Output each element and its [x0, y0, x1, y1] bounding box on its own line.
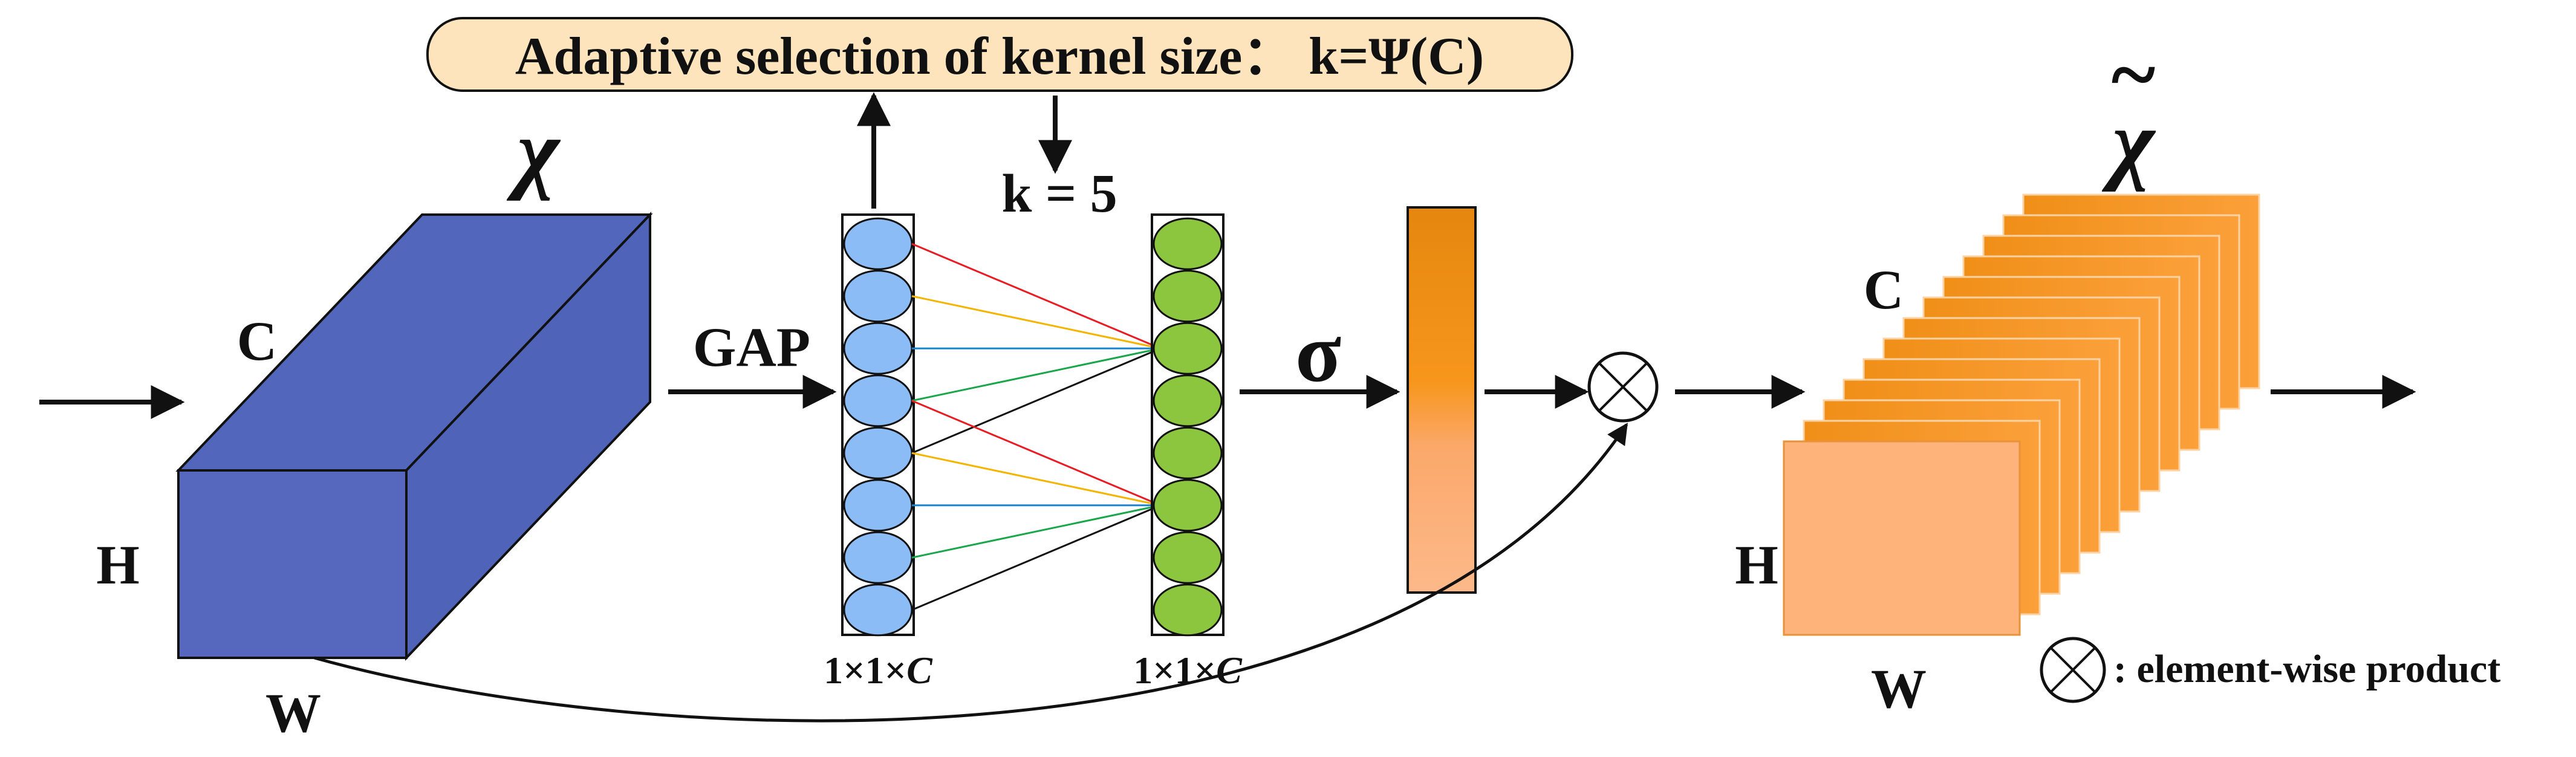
conv1d-connection-line — [911, 508, 1153, 611]
channel-weight-bar — [1407, 206, 1477, 594]
conv-vector-cell — [1153, 217, 1223, 270]
sigmoid-label: σ — [1295, 306, 1341, 400]
conv1d-connection-line — [911, 452, 1153, 505]
pooled-vector-cell — [843, 479, 913, 532]
legend: : element-wise product — [2040, 637, 2500, 703]
element-wise-product-icon — [1587, 351, 1659, 423]
conv-vector-cell — [1153, 583, 1223, 637]
conv1d-connection-line — [911, 351, 1153, 454]
pooled-vector-label: 1×1×C — [824, 649, 933, 692]
legend-product-icon — [2040, 637, 2106, 703]
input-tensor-label-h: H — [96, 534, 140, 596]
conv1d-connection-line — [911, 400, 1153, 503]
conv1d-connection-line — [911, 242, 1153, 346]
output-tensor-label-h: H — [1735, 534, 1778, 596]
pooled-vector-label-prefix: 1×1× — [824, 649, 906, 692]
pooled-vector — [841, 213, 915, 637]
pooled-vector-cell — [843, 322, 913, 375]
output-feature-tensor — [1803, 193, 2260, 616]
conv1d-connection-line — [911, 295, 1153, 348]
output-tensor-symbol: χ — [2101, 92, 2156, 192]
pooled-vector-cell — [843, 583, 913, 637]
conv-output-vector — [1151, 213, 1225, 637]
gap-label: GAP — [693, 316, 810, 378]
kernel-size-title-text: Adaptive selection of kernel size： k=Ψ(C… — [515, 27, 1484, 86]
conv-vector-cell — [1153, 531, 1223, 584]
conv-vector-cell — [1153, 270, 1223, 323]
kernel-size-title-box: Adaptive selection of kernel size： k=Ψ(C… — [426, 17, 1573, 92]
skip-connection-curve — [314, 423, 1628, 723]
input-tensor-label-w: W — [265, 682, 321, 744]
conv1d-connections — [911, 242, 1153, 611]
input-tensor-symbol: χ — [506, 101, 561, 201]
output-tensor-front-face — [1783, 440, 2021, 636]
legend-text: : element-wise product — [2113, 647, 2500, 691]
conv1d-connection-line — [911, 506, 1153, 559]
pooled-vector-cell — [843, 270, 913, 323]
pooled-vector-cell — [843, 374, 913, 427]
pooled-vector-cell — [843, 531, 913, 584]
conv-vector-label-prefix: 1×1× — [1133, 649, 1216, 692]
kernel-size-label: k = 5 — [1001, 164, 1117, 224]
conv-vector-cell — [1153, 322, 1223, 375]
conv-vector-label: 1×1×C — [1133, 649, 1243, 692]
output-tensor-label-c: C — [1864, 259, 1904, 320]
conv-vector-cell — [1153, 479, 1223, 532]
output-tensor-label-w: W — [1871, 658, 1927, 720]
pooled-vector-cell — [843, 426, 913, 479]
pooled-vector-cell — [843, 217, 913, 270]
conv-vector-cell — [1153, 374, 1223, 427]
input-tensor-front-face — [177, 469, 408, 659]
output-tensor-tilde: ~ — [2112, 28, 2156, 122]
pooled-vector-label-c: C — [906, 649, 933, 692]
conv-vector-cell — [1153, 426, 1223, 479]
input-feature-tensor — [175, 212, 653, 661]
input-tensor-label-c: C — [237, 310, 277, 372]
conv1d-connection-line — [911, 349, 1153, 402]
